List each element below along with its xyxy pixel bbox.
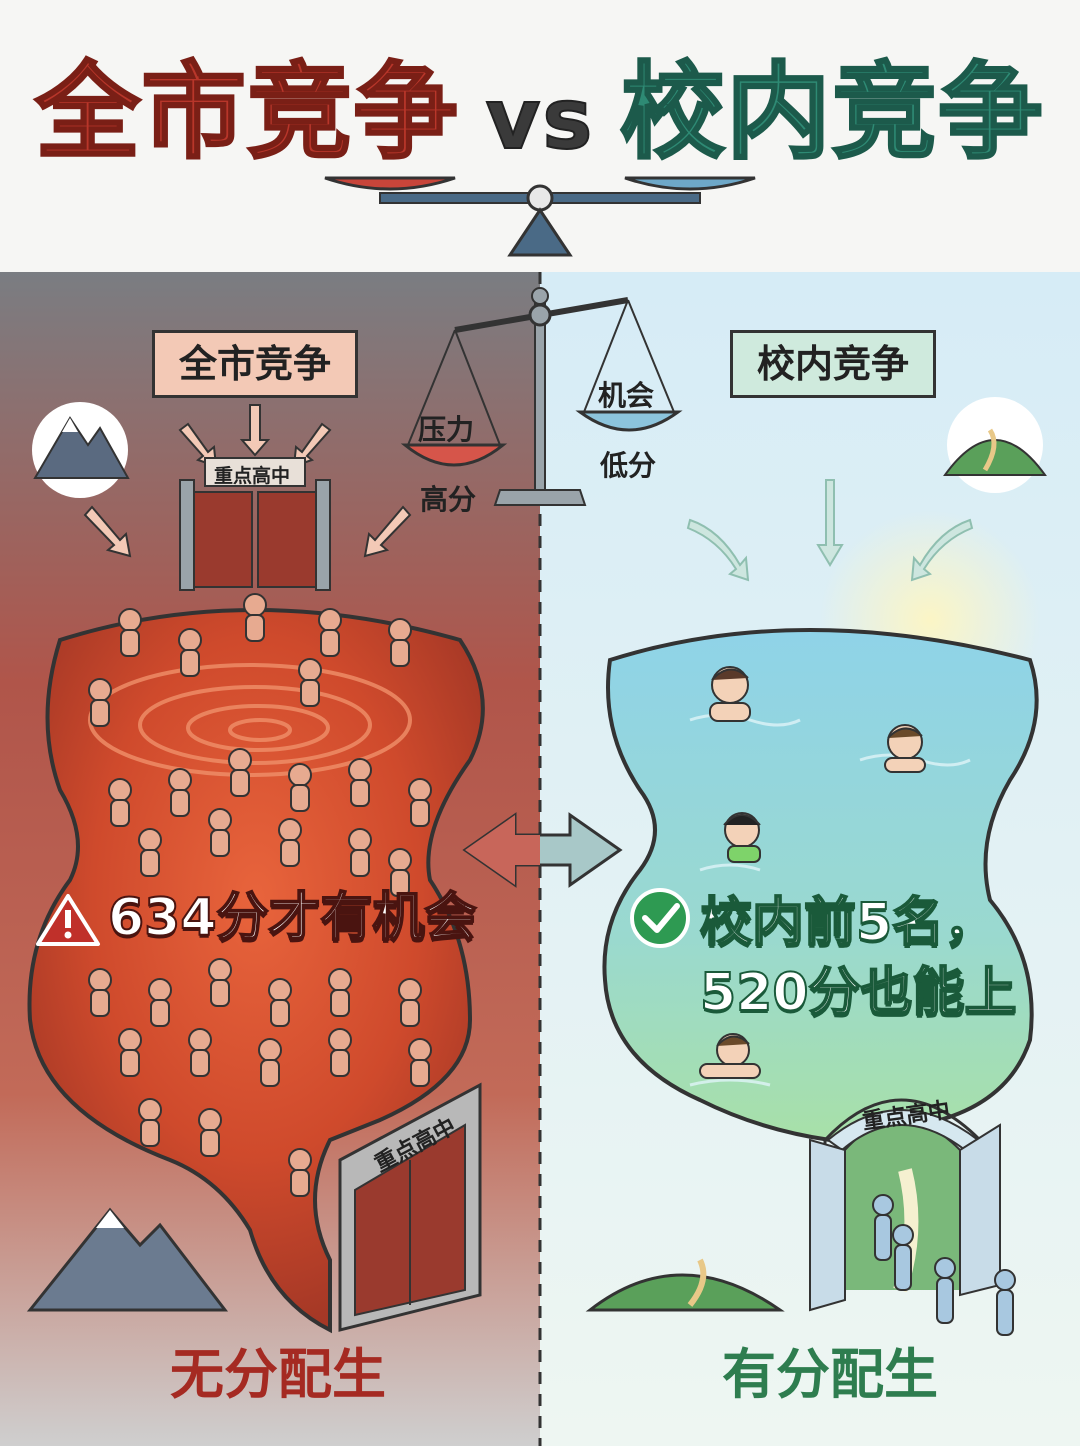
mountain-icon — [32, 402, 130, 498]
center-balance-scale — [400, 287, 683, 506]
right-hill — [585, 1273, 785, 1312]
crowd — [88, 593, 442, 1307]
top-gate — [179, 457, 331, 591]
scale-right-below-label: 低分 — [600, 449, 657, 482]
warning-icon — [36, 894, 100, 946]
top-gate-label: 重点高中 — [214, 465, 291, 487]
scale-left-pan-label: 压力 — [418, 413, 475, 446]
swimmers — [699, 666, 926, 1079]
water-pool — [602, 628, 1039, 1143]
title-left: 全市竞争 — [34, 51, 460, 174]
scale-right-pan-label: 机会 — [598, 379, 655, 412]
arch-gate — [809, 1098, 1001, 1312]
students-walking — [872, 1194, 1016, 1336]
bottom-gate — [338, 1082, 482, 1332]
pressure-arrows — [83, 404, 412, 558]
check-text: 校内前5名， 520分也能上 — [699, 888, 1018, 1028]
check-text-line2: 520分也能上 — [699, 962, 1018, 1024]
left-mountain — [26, 1207, 229, 1312]
title-vs: vs — [485, 69, 595, 169]
hill-icon — [943, 397, 1047, 493]
double-arrow-icon — [462, 812, 623, 888]
right-banner: 校内竞争 — [730, 330, 936, 398]
left-bottom-label: 无分配生 — [170, 1343, 386, 1406]
gentle-arrows — [686, 479, 974, 582]
warning-text: 634分才有机会 — [107, 887, 478, 949]
check-text-line1: 校内前5名， — [699, 892, 997, 954]
balance-scale-icon — [324, 176, 756, 257]
scale-left-below-label: 高分 — [420, 483, 477, 516]
right-bottom-label: 有分配生 — [722, 1343, 938, 1406]
left-banner: 全市竞争 — [152, 330, 358, 398]
check-icon — [630, 888, 690, 948]
title-right: 校内竞争 — [619, 51, 1045, 174]
